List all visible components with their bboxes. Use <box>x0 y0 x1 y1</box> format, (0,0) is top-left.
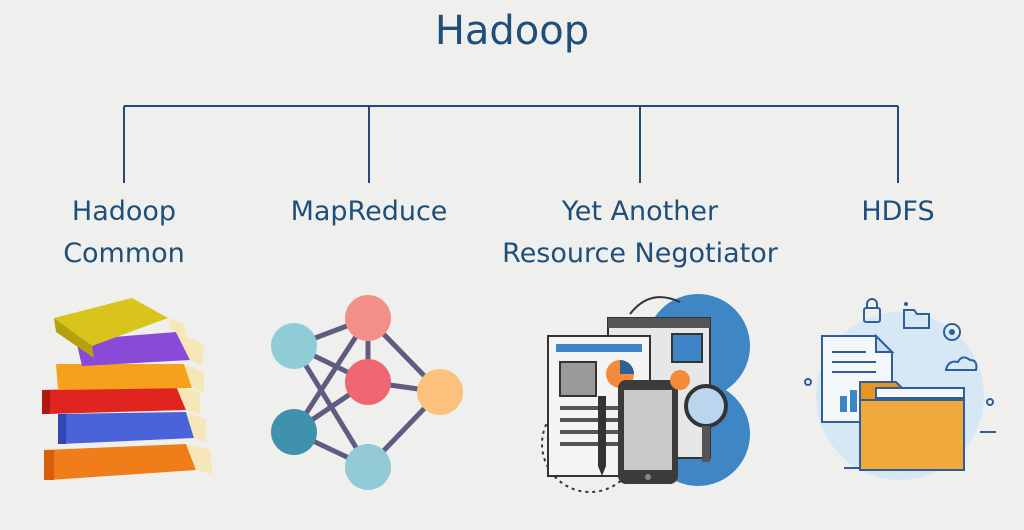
books-icon <box>42 298 212 480</box>
component-label-hadoop-common: Hadoop Common <box>24 191 224 275</box>
label-line: HDFS <box>861 196 935 227</box>
label-line: MapReduce <box>290 196 448 227</box>
component-label-mapreduce: MapReduce <box>259 191 479 233</box>
diagram-title: Hadoop <box>434 8 590 54</box>
label-line: Resource Negotiator <box>502 238 778 269</box>
component-label-hdfs: HDFS <box>818 191 978 233</box>
label-line: Yet Another <box>561 196 719 227</box>
label-line: Common <box>63 238 185 269</box>
resource-management-icon <box>541 294 750 493</box>
connector-lines <box>123 105 899 183</box>
file-storage-icon <box>804 298 996 480</box>
network-graph-icon <box>271 295 463 490</box>
component-label-yarn: Yet Another Resource Negotiator <box>480 191 800 275</box>
label-line: Hadoop <box>71 196 177 227</box>
